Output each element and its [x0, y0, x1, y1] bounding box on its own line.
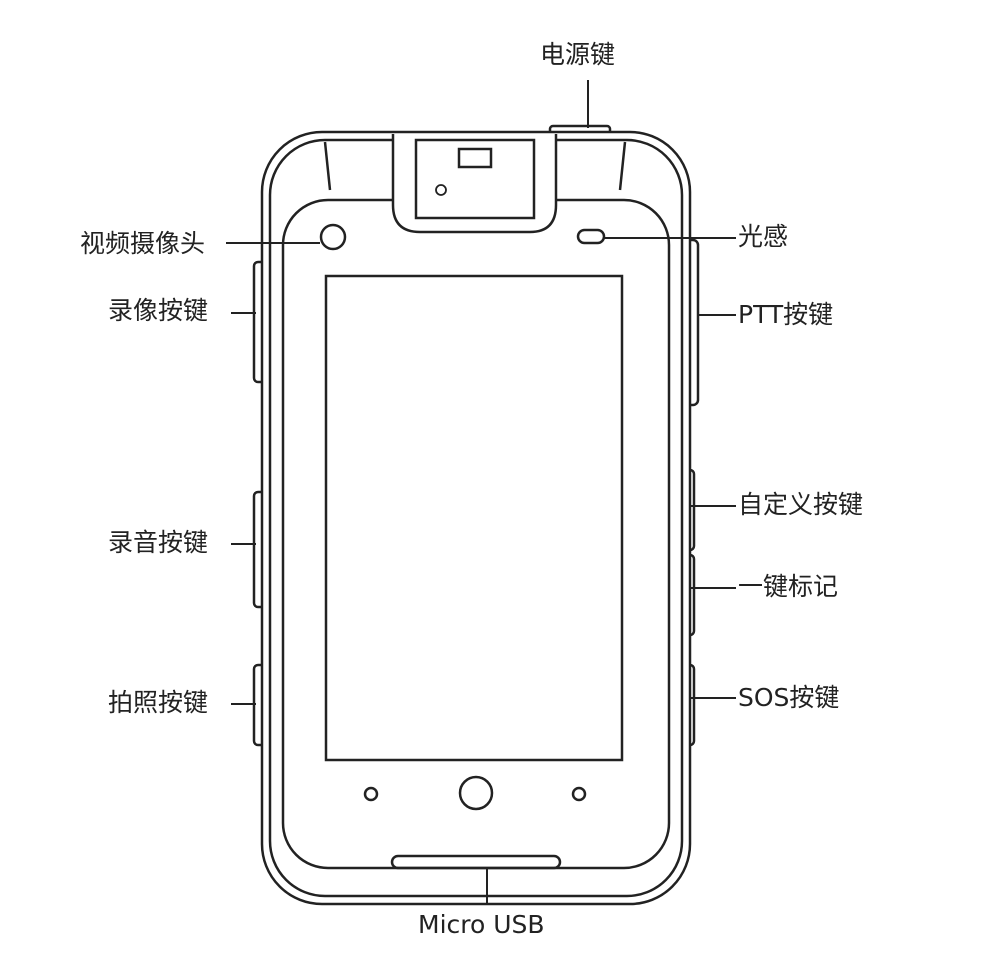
back-key: [363, 786, 379, 802]
phone-body: [260, 130, 692, 906]
light-sensor: [576, 228, 606, 245]
leader-lines: [226, 80, 736, 905]
label-light-sensor: 光感: [738, 222, 789, 251]
label-custom-key: 自定义按键: [738, 490, 864, 519]
label-one-key-mark: 一键标记: [738, 572, 839, 601]
menu-key: [571, 786, 587, 802]
label-video-camera: 视频摄像头: [80, 229, 206, 258]
camera-lens: [457, 147, 493, 169]
camera-indicator: [435, 184, 447, 196]
front-camera: [319, 223, 347, 251]
usb-port: [390, 854, 562, 870]
label-power-key: 电源键: [540, 40, 616, 69]
bezel-edge-lines: [323, 141, 627, 191]
label-ptt-key: PTT按键: [738, 300, 834, 329]
screen: [324, 274, 624, 762]
label-record-audio-key: 录音按键: [108, 528, 209, 557]
label-photo-key: 拍照按键: [108, 688, 209, 717]
home-key: [458, 775, 494, 811]
label-micro-usb: Micro USB: [418, 910, 545, 939]
label-sos-key: SOS按键: [738, 683, 840, 712]
camera-module: [391, 134, 558, 234]
camera-window: [414, 138, 536, 220]
label-record-video-key: 录像按键: [108, 296, 209, 325]
